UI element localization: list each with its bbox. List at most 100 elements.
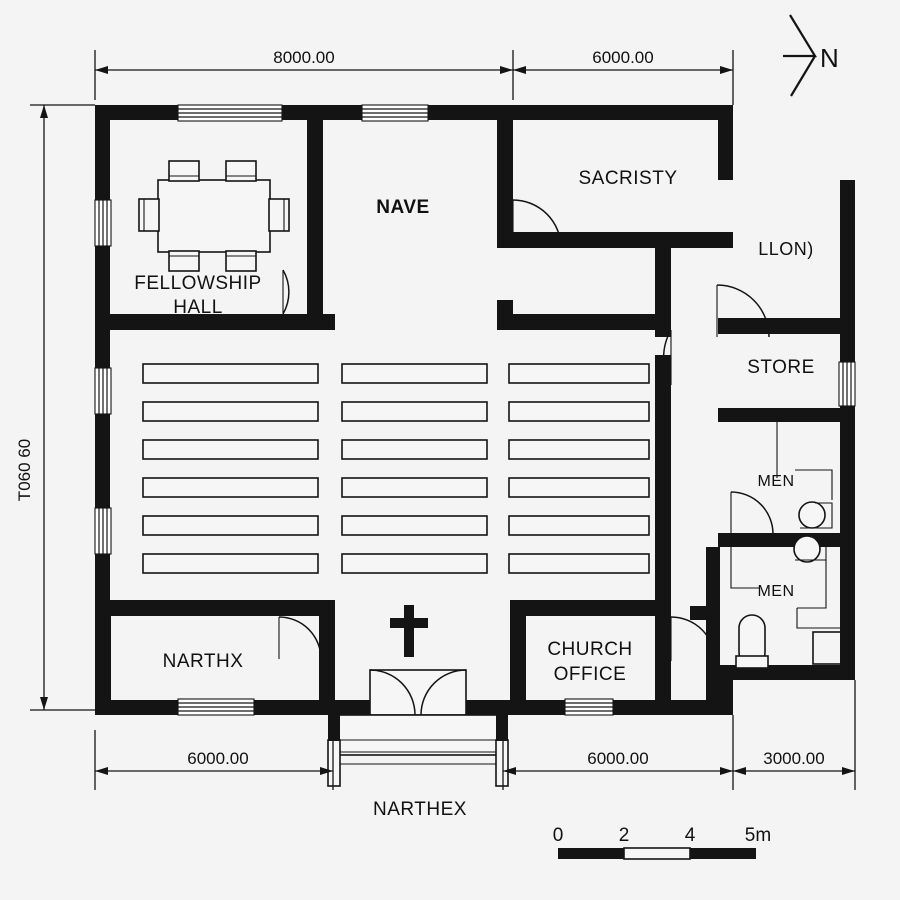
pew-column-right bbox=[508, 363, 650, 574]
room-label-fellowship-hall-line1: FELLOWSHIP bbox=[134, 273, 261, 294]
door-main-entrance bbox=[369, 669, 467, 716]
door-swing-fellowship bbox=[282, 269, 290, 315]
arrow-head-bot-right-end bbox=[842, 767, 855, 775]
window-bottom-2 bbox=[564, 698, 614, 716]
door-corridor-lower bbox=[662, 329, 672, 386]
wall-sacristy-left bbox=[497, 105, 513, 245]
arrow-head-left-top bbox=[40, 105, 48, 118]
wall-corridor-left-upper bbox=[655, 232, 671, 337]
window-left-3 bbox=[94, 507, 112, 555]
pew-column-center bbox=[341, 363, 488, 574]
wall-nave-lower-left bbox=[95, 600, 111, 715]
fixture-box-lower bbox=[812, 631, 848, 665]
window-right-1 bbox=[838, 361, 856, 407]
entrance-door-frame bbox=[369, 669, 467, 716]
wall-fellowship-bottom bbox=[95, 314, 323, 330]
toilet-tank bbox=[735, 655, 769, 669]
room-label-sacristy: SACRISTY bbox=[578, 168, 677, 189]
dim-bottom-mid-text: 6000.00 bbox=[587, 749, 648, 768]
arrow-head-left-bottom bbox=[40, 697, 48, 710]
chair-left bbox=[138, 198, 160, 232]
urinal-lower bbox=[797, 600, 827, 609]
entrance-swing-right bbox=[420, 669, 467, 716]
window-top-1 bbox=[177, 104, 283, 122]
pew bbox=[142, 553, 319, 574]
pew bbox=[142, 515, 319, 536]
pew bbox=[341, 515, 488, 536]
pew bbox=[508, 553, 650, 574]
arrow-head-bot-mid-end bbox=[720, 767, 733, 775]
door-swing-men-upper bbox=[730, 491, 774, 535]
pew bbox=[341, 439, 488, 460]
wall-nave-stub-horz bbox=[497, 314, 657, 330]
partition-men-lower bbox=[730, 547, 760, 589]
chair-bottom-right bbox=[225, 250, 257, 272]
building-walls bbox=[95, 105, 855, 715]
entrance-label: NARTHEX bbox=[373, 799, 467, 820]
step-post-left bbox=[328, 715, 340, 741]
wall-narthx-right bbox=[319, 600, 335, 715]
window-bottom-1 bbox=[177, 698, 255, 716]
dim-left-text: T060 60 bbox=[15, 439, 34, 501]
door-fellowship-hall bbox=[282, 269, 290, 315]
wall-corridor-left-lower bbox=[655, 355, 671, 610]
room-label-church-office-line2: OFFICE bbox=[554, 664, 627, 685]
pew bbox=[341, 477, 488, 498]
left-dimension: T060 60 bbox=[15, 104, 95, 711]
sink-counter-lower bbox=[795, 536, 827, 561]
restroom-fixtures bbox=[730, 422, 848, 669]
pew bbox=[508, 515, 650, 536]
north-arrow: N bbox=[783, 14, 839, 97]
room-label-men-lower: MEN bbox=[757, 583, 794, 600]
room-label-store: STORE bbox=[747, 357, 815, 378]
entrance-swing-left bbox=[369, 669, 416, 716]
wall-narthx-top bbox=[95, 600, 335, 616]
wall-store-top bbox=[718, 318, 855, 334]
wall-men-lower-left2 bbox=[706, 606, 720, 715]
wall-corridor-left-bottom bbox=[655, 610, 671, 715]
sink-counter-upper bbox=[800, 502, 833, 529]
room-label-men-upper: MEN bbox=[757, 473, 794, 490]
door-swing-sacristy bbox=[512, 199, 562, 249]
wall-men-divider bbox=[718, 533, 840, 547]
north-label: N bbox=[820, 43, 839, 73]
door-swing-corridor-lower bbox=[662, 329, 672, 386]
arrow-head-top-right-end bbox=[720, 66, 733, 74]
door-sacristy bbox=[512, 199, 562, 249]
wall-office-top bbox=[510, 600, 671, 616]
wall-men-lower-stub bbox=[690, 606, 720, 620]
scale-tick-2: 2 bbox=[619, 825, 630, 846]
room-label-women: LLON) bbox=[758, 239, 814, 259]
dim-top-left-text: 8000.00 bbox=[273, 48, 334, 67]
door-men-upper bbox=[730, 491, 774, 535]
pew-column-left bbox=[142, 363, 319, 574]
scale-segment-2-4 bbox=[623, 847, 691, 860]
dim-bottom-left-text: 6000.00 bbox=[187, 749, 248, 768]
door-narthx bbox=[278, 616, 322, 660]
scale-bar: 0 2 4 5m bbox=[553, 825, 771, 860]
scale-segment-0-2 bbox=[558, 848, 624, 859]
cross-vertical bbox=[404, 605, 414, 657]
wall-men-top bbox=[718, 408, 855, 422]
room-label-narthx: NARTHX bbox=[163, 651, 244, 672]
pew bbox=[142, 363, 319, 384]
cross-symbol bbox=[390, 605, 428, 657]
scale-segment-4-5 bbox=[690, 848, 756, 859]
dim-top-right-text: 6000.00 bbox=[592, 48, 653, 67]
top-dimension-chain: 8000.00 6000.00 bbox=[94, 48, 734, 105]
pew bbox=[508, 439, 650, 460]
pew bbox=[341, 401, 488, 422]
window-left-2 bbox=[94, 367, 112, 415]
chair-top-right bbox=[225, 160, 257, 182]
door-corridor-upper bbox=[716, 284, 770, 338]
entrance-landing bbox=[335, 714, 501, 756]
sink-icon-upper bbox=[798, 501, 826, 529]
arrow-head-bot-mid-start bbox=[503, 767, 516, 775]
pew bbox=[508, 363, 650, 384]
wall-fellowship-jog bbox=[307, 314, 335, 330]
step-post-right bbox=[496, 715, 508, 741]
chair-top-left bbox=[168, 160, 200, 182]
chair-bottom-left bbox=[168, 250, 200, 272]
